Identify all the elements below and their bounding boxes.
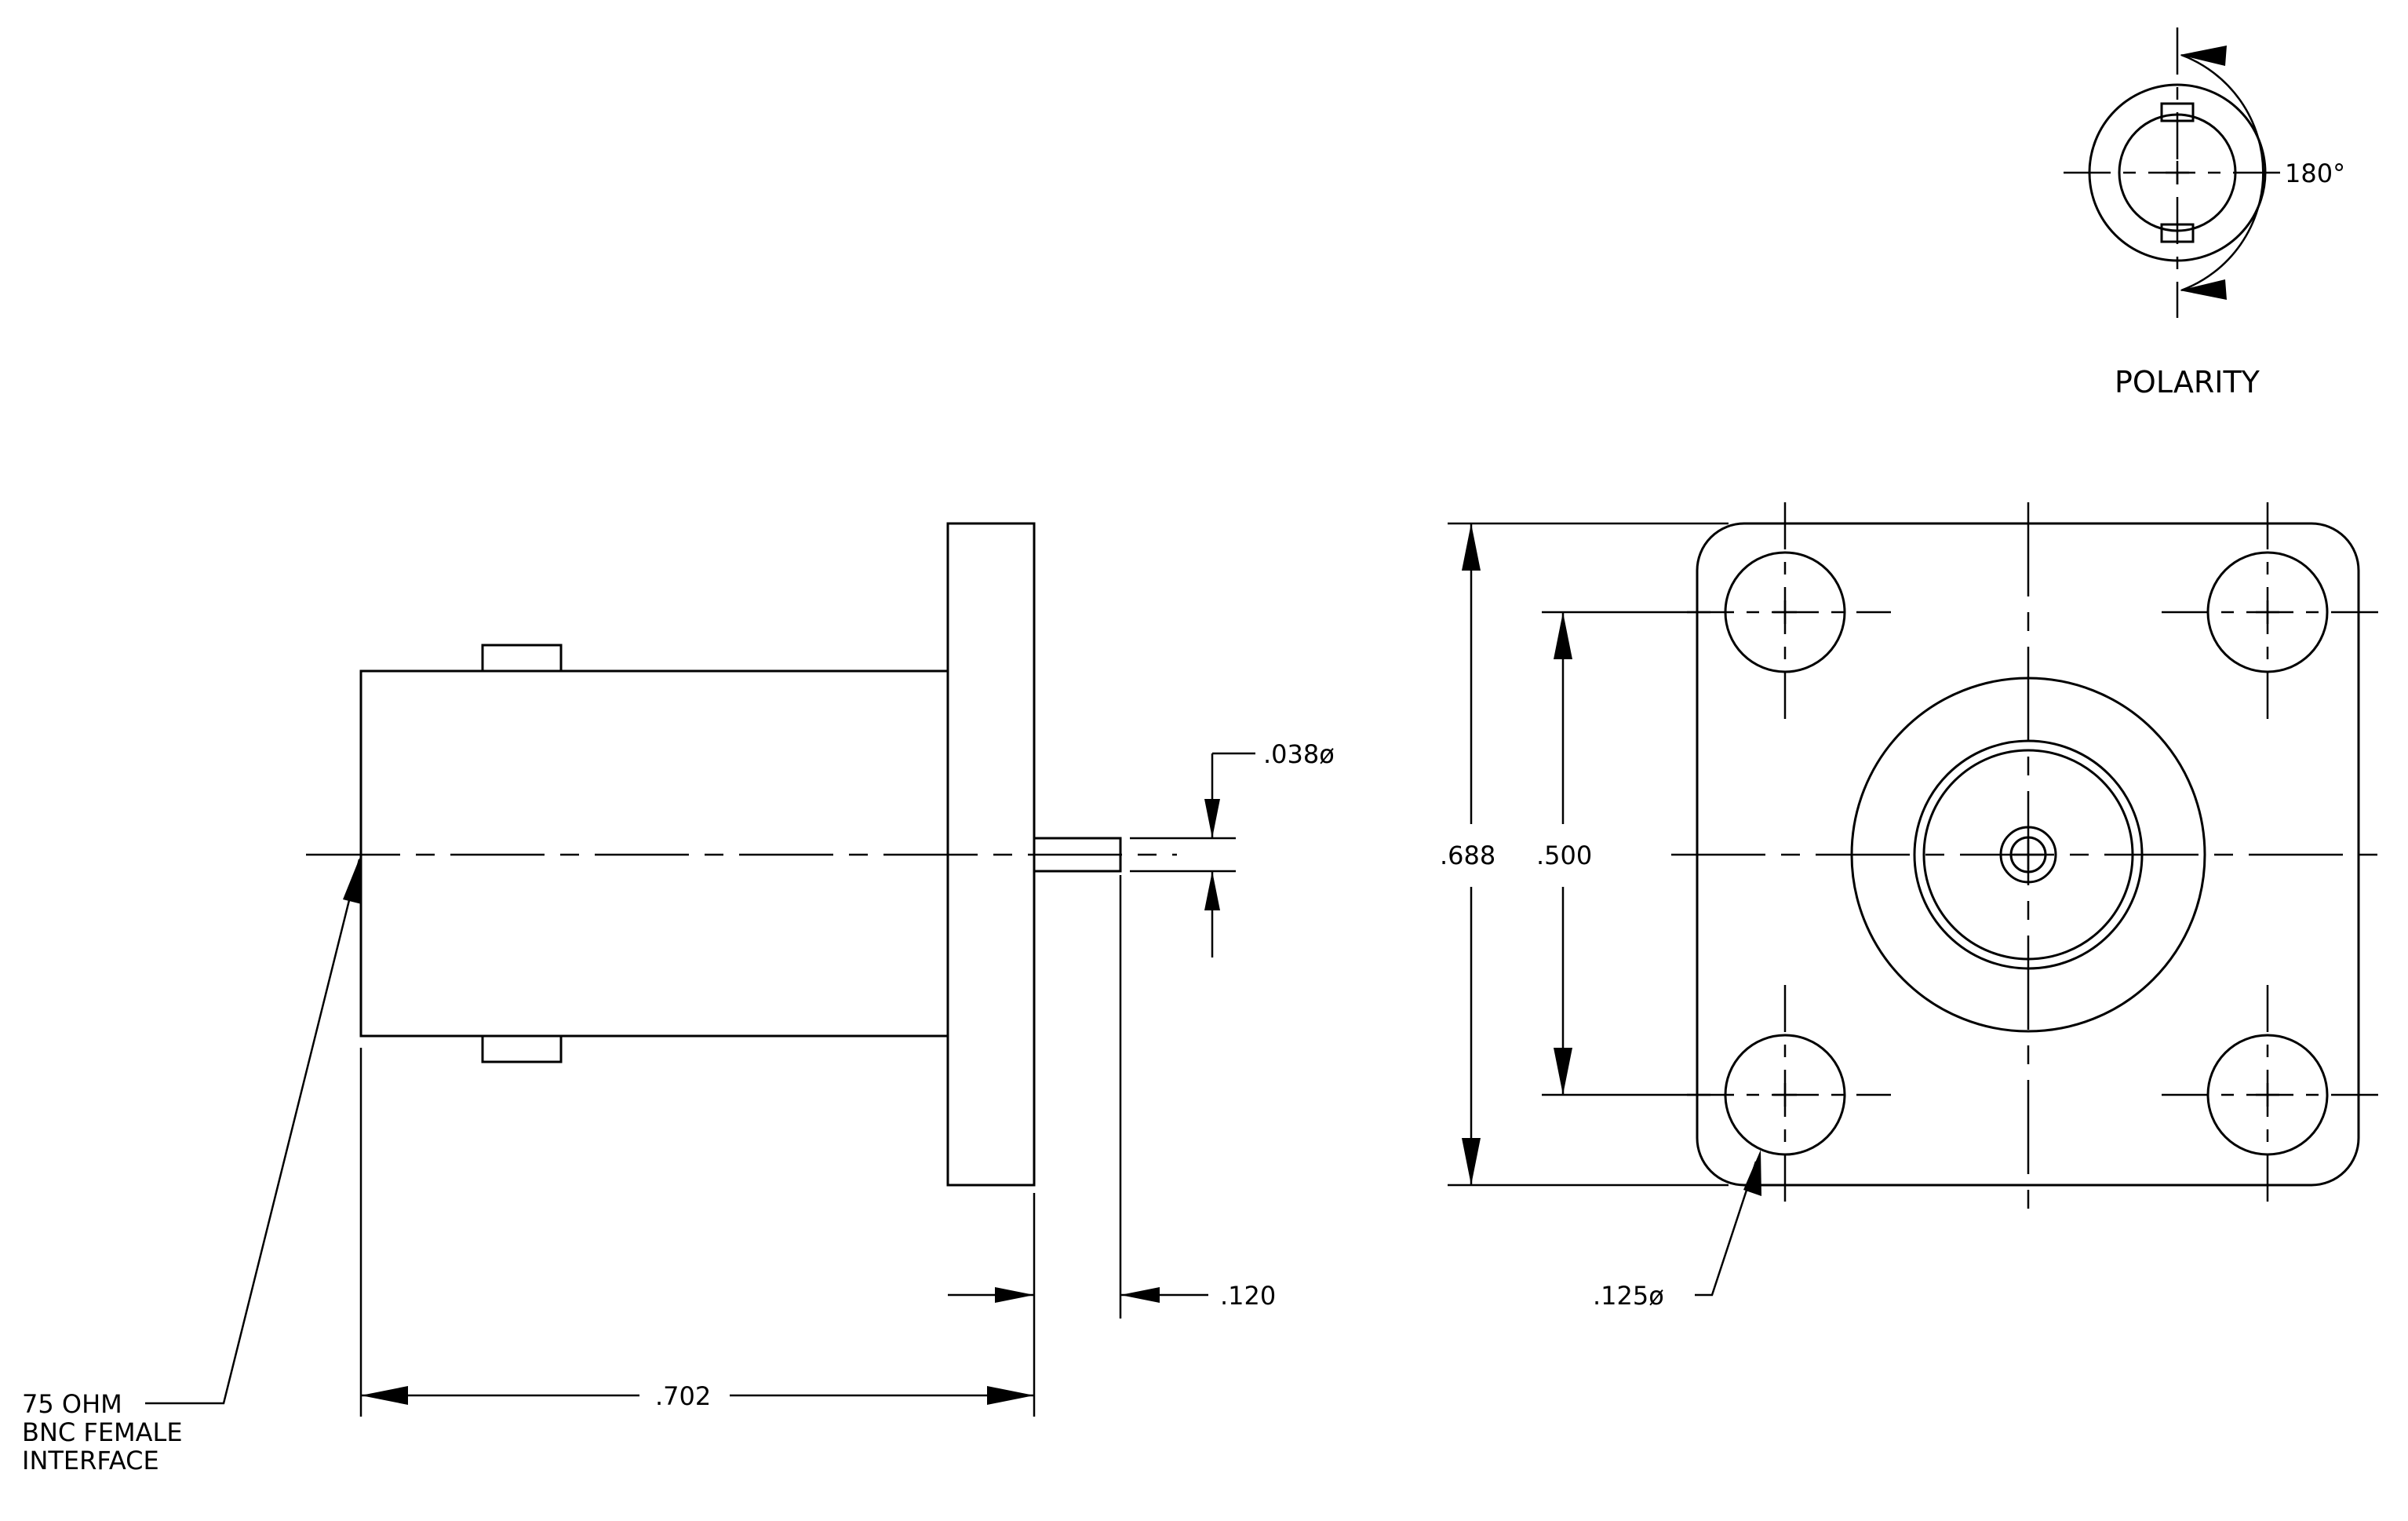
bayonet-lug-bottom — [481, 1034, 563, 1063]
hole-spacing-dimension: .500 — [1536, 611, 1710, 1096]
hole-diameter-leader: .125ø — [1593, 1150, 1761, 1311]
pin-diameter-dimension: .038ø — [1130, 739, 1335, 957]
polarity-title: POLARITY — [2115, 365, 2260, 399]
flange-height-label: .688 — [1440, 841, 1495, 870]
hole-spacing-label: .500 — [1536, 841, 1592, 870]
pin-length-dimension: .120 — [948, 875, 1276, 1417]
pin-length-label: .120 — [1220, 1281, 1276, 1311]
hole-diameter-label: .125ø — [1593, 1281, 1664, 1311]
connector-body — [359, 669, 949, 1038]
pin-diameter-label: .038ø — [1263, 739, 1335, 769]
bayonet-lug-top — [481, 644, 563, 673]
polarity-angle-label: 180° — [2285, 159, 2345, 188]
overall-length-label: .702 — [655, 1381, 711, 1411]
polarity-view: 180° POLARITY — [2064, 27, 2345, 399]
interface-leader: 75 OHM BNC FEMALE INTERFACE — [22, 855, 362, 1475]
interface-label-line3: INTERFACE — [22, 1446, 159, 1475]
interface-label-line1: 75 OHM — [22, 1389, 122, 1419]
polarity-arc — [2180, 53, 2264, 292]
interface-label-line2: BNC FEMALE — [22, 1417, 183, 1447]
overall-length-dimension: .702 — [359, 1048, 1034, 1417]
flange-height-dimension: .688 — [1440, 522, 1729, 1187]
side-view: .038ø .120 .702 75 OHM BNC FEMALE — [22, 522, 1335, 1475]
front-view: .688 .500 .125ø — [1440, 502, 2385, 1311]
